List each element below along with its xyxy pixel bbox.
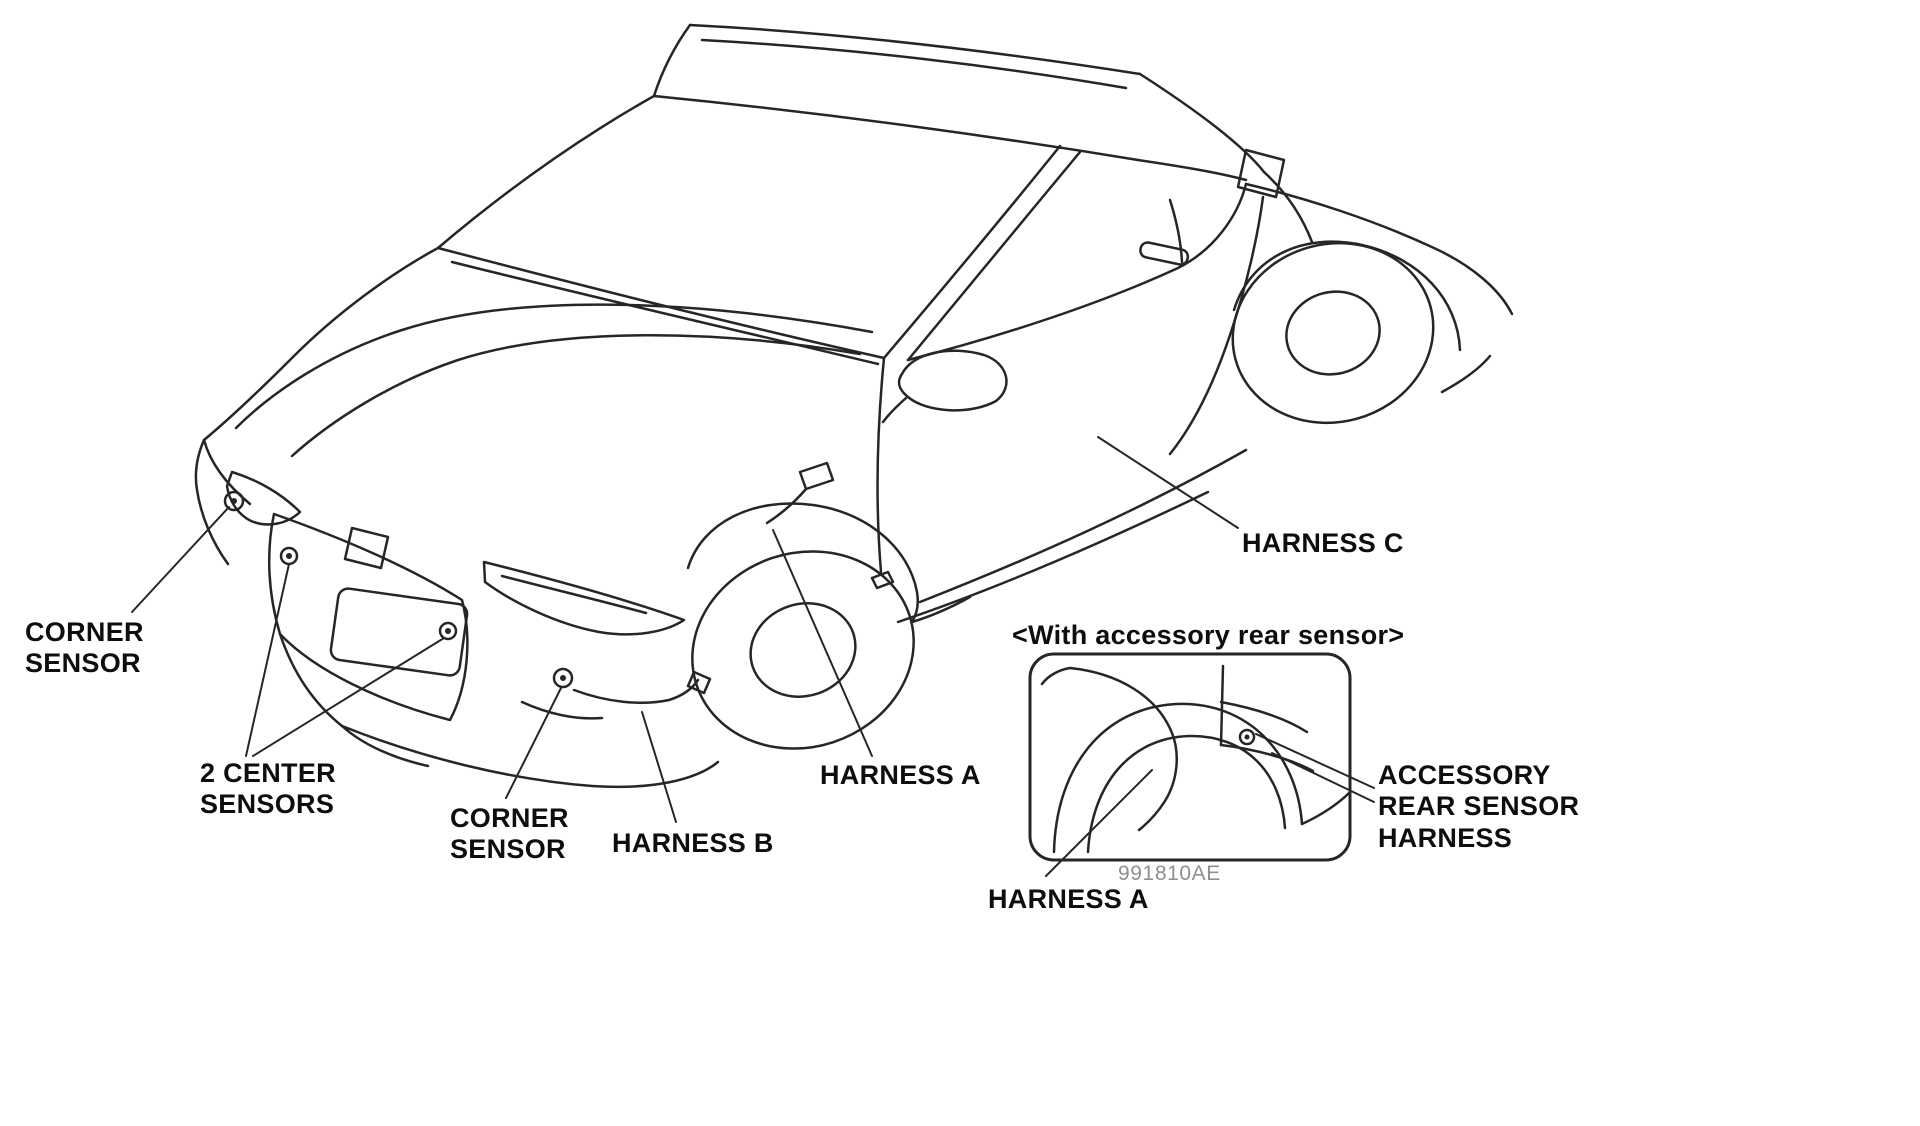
label-harness-a: HARNESS A bbox=[820, 760, 981, 790]
label-inset-title: <With accessory rear sensor> bbox=[1012, 620, 1405, 650]
corner-sensor-left-marker bbox=[223, 490, 245, 512]
label-harness-a-inset: HARNESS A bbox=[988, 884, 1149, 914]
center-sensor-lower-marker bbox=[438, 621, 458, 641]
corner-sensor-front-marker bbox=[552, 667, 574, 689]
harness-wires bbox=[572, 148, 1286, 705]
label-harness-c: HARNESS C bbox=[1242, 528, 1404, 558]
label-harness-b: HARNESS B bbox=[612, 828, 774, 858]
doc-code: 991810AE bbox=[1118, 862, 1221, 885]
label-accessory-rear-sensor-harness: ACCESSORY REAR SENSOR HARNESS bbox=[1378, 760, 1580, 853]
label-corner-sensor-front: CORNER SENSOR bbox=[450, 803, 569, 865]
center-sensor-upper-marker bbox=[279, 546, 299, 566]
accessory-rear-sensor-marker bbox=[1238, 728, 1256, 746]
label-corner-sensor-left: CORNER SENSOR bbox=[25, 617, 144, 679]
label-two-center-sensors: 2 CENTER SENSORS bbox=[200, 758, 336, 820]
car-body-outline bbox=[194, 23, 1514, 789]
rear-sensor-inset bbox=[1028, 652, 1352, 862]
sensor-markers bbox=[223, 490, 574, 689]
